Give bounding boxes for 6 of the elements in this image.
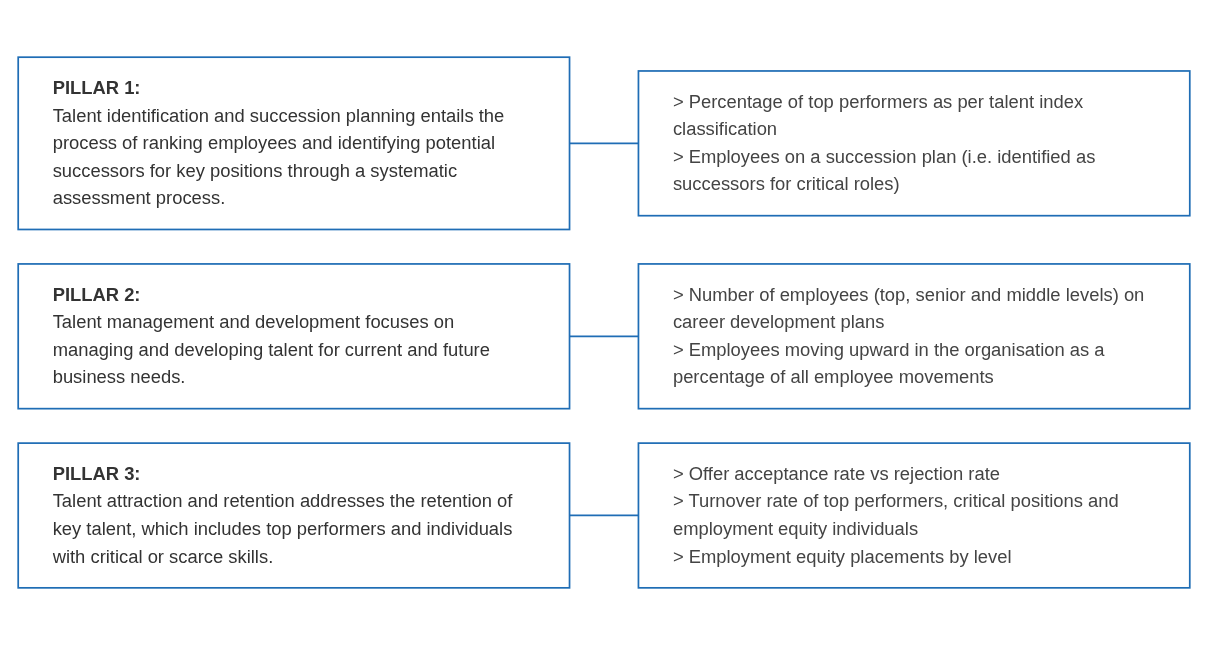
node-box: PILLAR 1: Talent identification and succession planning entails the process of ranking employees and identifying potential successors for key positions through a systematic assessment process. (17, 56, 571, 231)
node-box: > Offer acceptance rate vs rejection rate > Turnover rate of top performers, critical positions and employment equity individuals > Employment equity placements by level (637, 442, 1191, 590)
node-box: PILLAR 3: Talent attraction and retention addresses the retention of key talent, which includes top performers and individuals with critical or scarce skills. (17, 442, 571, 590)
node-box: > Percentage of top performers as per talent index classification > Employees on a succession plan (i.e. identified as successors for critical roles) (637, 70, 1191, 218)
node-box: PILLAR 2: Talent management and development focuses on managing and developing talent for current and future business needs. (17, 263, 571, 410)
node-box: > Number of employees (top, senior and middle levels) on career development plans > Employees moving upward in the organisation as a percentage of all employee movements (637, 263, 1191, 410)
